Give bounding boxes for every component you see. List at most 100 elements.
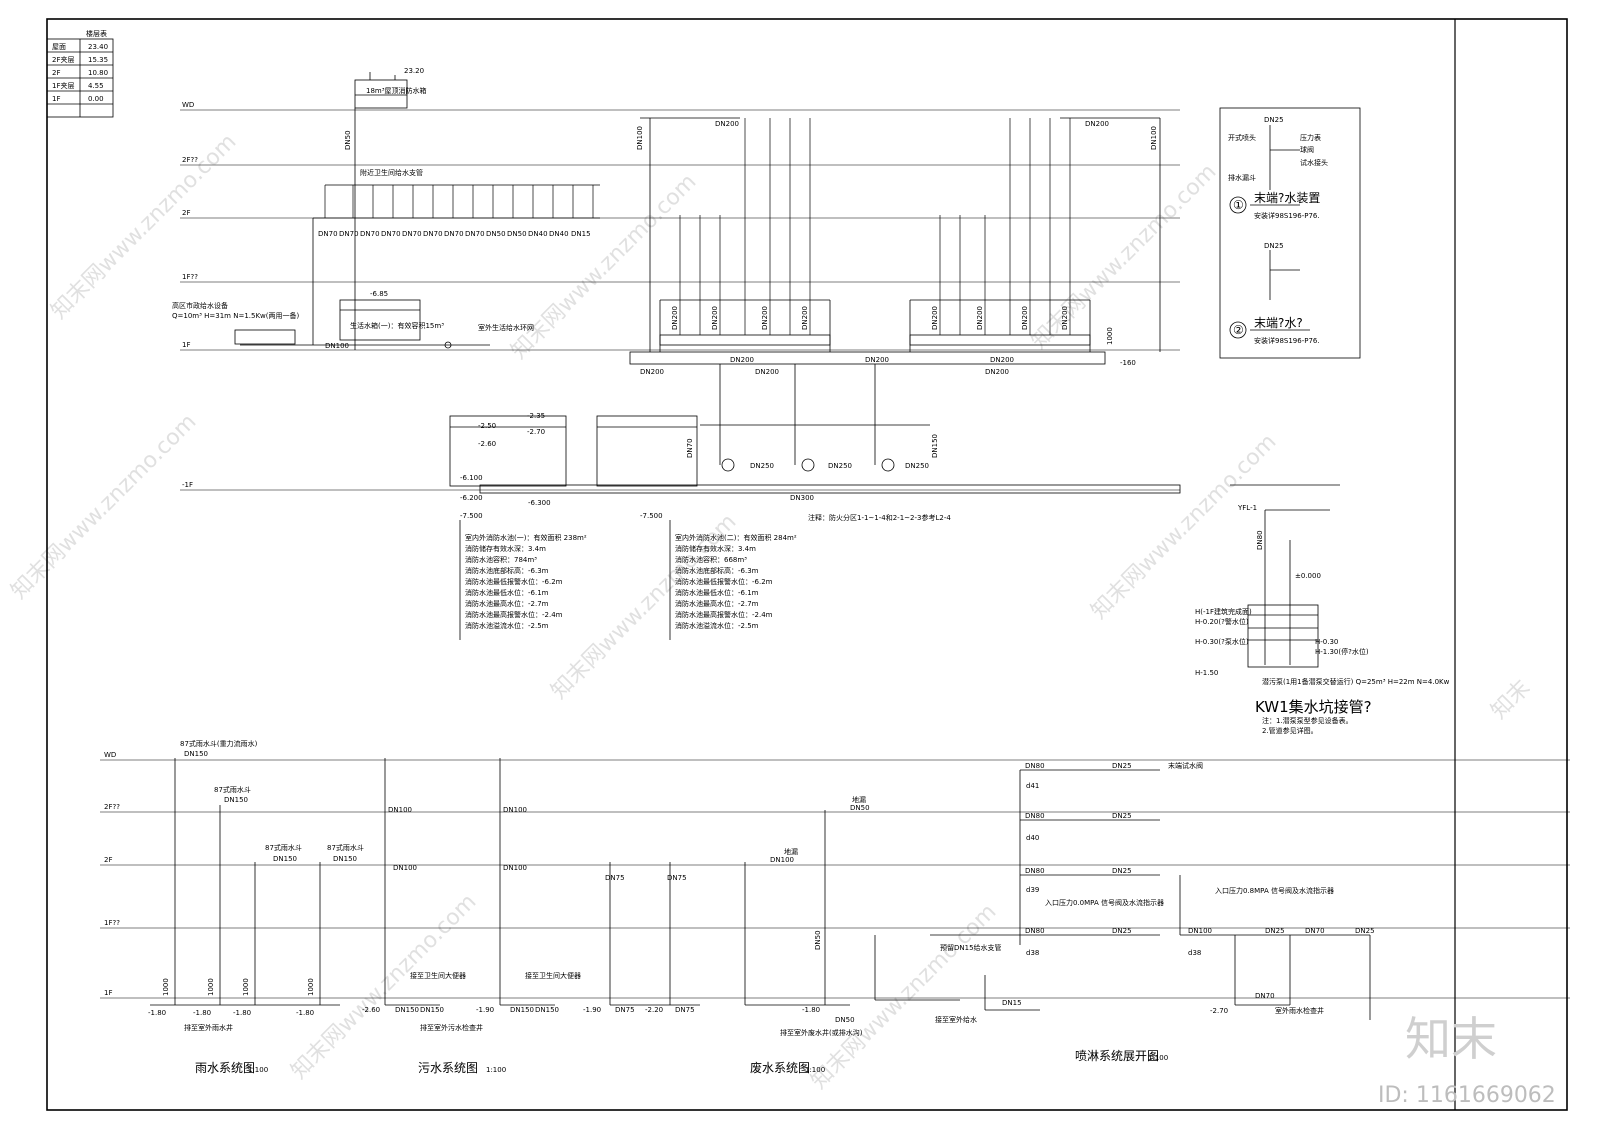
floor-name: 1F夹层 xyxy=(52,81,74,90)
rain-title: 雨水系统图 xyxy=(195,1061,255,1075)
waste-elev: -1.80 xyxy=(802,1006,820,1014)
pool1-line: 消防水池底部标高：-6.3m xyxy=(465,566,549,575)
sewage-scale: 1:100 xyxy=(486,1066,506,1074)
waste-note: 排至室外废水井(或排水沟) xyxy=(780,1028,863,1037)
pump-label: 高区市政给水设备 xyxy=(172,301,228,310)
sprinkler-dim: d38 xyxy=(1026,949,1039,957)
pool1-line: 消防水池容积：784m³ xyxy=(465,555,537,564)
pump-spec: Q=10m³ H=31m N=1.5Kw(两用一备) xyxy=(172,311,299,320)
riser-size: DN200 xyxy=(671,306,679,330)
rain-label: 87式雨水斗(重力流雨水) xyxy=(180,739,258,748)
branch-size: DN70 xyxy=(318,230,338,238)
level-label: 2F?? xyxy=(104,803,120,811)
branch-size: DN70 xyxy=(423,230,443,238)
tank-label: 生活水箱(一)：有效容积15m³ xyxy=(350,321,444,330)
pool1-line: 消防水池最高报警水位：-2.4m xyxy=(465,610,563,619)
waste-system xyxy=(609,810,850,1006)
sump-note: 注：1.潜泵泵型参见设备表。 xyxy=(1262,716,1353,725)
h-mark: H-1.30(停?水位) xyxy=(1315,647,1369,656)
pool2-line: 消防水池最低报警水位：-6.2m xyxy=(675,577,773,586)
sprinkler-elev: -2.70 xyxy=(1210,1007,1228,1015)
rain-height: 1000 xyxy=(162,978,170,996)
sprinkler-note: 预留DN15给水支管 xyxy=(940,943,1002,952)
sprinkler-main: DN80 xyxy=(1025,927,1045,935)
supply-branch-note: 附近卫生间给水支管 xyxy=(360,168,423,177)
sump-tag: YFL-1 xyxy=(1237,504,1257,512)
fire-left-riser: DN100 xyxy=(636,126,644,150)
rain-pipe: DN150 xyxy=(184,750,208,758)
waste-pipe: DN75 xyxy=(667,874,687,882)
level-label: 1F xyxy=(182,341,190,349)
rain-height: 1000 xyxy=(207,978,215,996)
fire-elevation-marks: -2.50 -2.35 -2.70 -2.60 -6.100 -6.200 -6… xyxy=(460,327,1136,520)
sewage-riser: DN100 xyxy=(503,806,527,814)
sprinkler-main: DN80 xyxy=(1025,762,1045,770)
pool1-notes: 室内外消防水池(一)：有效面积 238m² 消防储存有效水深：3.4m 消防水池… xyxy=(465,533,587,630)
fire-note: 注释：防火分区1-1~1-4和2-1~2-3参考L2-4 xyxy=(808,513,951,522)
pool2-line: 消防水池容积：668m³ xyxy=(675,555,747,564)
elev-mark: -2.35 xyxy=(527,412,545,420)
sprinkler-dim: d39 xyxy=(1026,886,1039,894)
floor-elev: 15.35 xyxy=(88,56,108,64)
branch-size: DN70 xyxy=(339,230,359,238)
detail-label: 排水漏斗 xyxy=(1228,173,1256,182)
detail1-title: 末端?水装置 xyxy=(1254,191,1320,205)
sewage-outlet: 排至室外污水检查井 xyxy=(420,1023,483,1032)
elev-mark: -6.100 xyxy=(460,474,483,482)
elev-mark: -2.60 xyxy=(478,440,496,448)
floor-elev: 23.40 xyxy=(88,43,108,51)
sprinkler-main: DN80 xyxy=(1025,812,1045,820)
branch-size: DN70 xyxy=(381,230,401,238)
branch-size: DN70 xyxy=(444,230,464,238)
rain-label: 87式雨水斗 xyxy=(327,843,364,852)
riser-size: DN200 xyxy=(761,306,769,330)
elev-mark: -6.200 xyxy=(460,494,483,502)
sewage-elev: -2.60 xyxy=(362,1006,380,1014)
level-label: 2F?? xyxy=(182,156,198,164)
floor-table-header: 楼层表 xyxy=(86,29,107,38)
fire-pump-pipe: DN250 xyxy=(905,462,929,470)
fire-right-riser: DN100 xyxy=(1150,126,1158,150)
waste-note: 地漏 xyxy=(852,795,866,804)
elev-mark: -7.500 xyxy=(640,512,663,520)
fire-ring-right: DN200 xyxy=(985,368,1009,376)
waste-pipe: DN100 xyxy=(770,856,794,864)
fire-pump-pipe: DN250 xyxy=(750,462,774,470)
fire-top-pipe: DN200 xyxy=(715,120,739,128)
sump-pipe: DN80 xyxy=(1256,530,1264,550)
level-label: -1F xyxy=(182,481,193,489)
branch-size: DN50 xyxy=(507,230,527,238)
floor-elev: 10.80 xyxy=(88,69,108,77)
pool1-line: 消防水池最低报警水位：-6.2m xyxy=(465,577,563,586)
riser-size: DN200 xyxy=(1021,306,1029,330)
pool1-title: 室内外消防水池(一)：有效面积 238m² xyxy=(465,533,587,542)
floor-name: 2F夹层 xyxy=(52,55,74,64)
pool1-line: 消防水池溢流水位：-2.5m xyxy=(465,621,549,630)
floor-name: 屋面 xyxy=(52,43,66,51)
sprinkler-right-pipe: DN15 xyxy=(1002,999,1022,1007)
detail-box xyxy=(1219,107,1361,359)
fire-suction: DN300 xyxy=(790,494,814,502)
outdoor-ring-label: 室外生活给水环网 xyxy=(478,323,534,332)
h-mark: H-0.20(?警水位) xyxy=(1195,617,1249,626)
sewage-riser: DN100 xyxy=(393,864,417,872)
fire-pump-branch: DN70 xyxy=(686,438,694,458)
sprinkler-dim: d41 xyxy=(1026,782,1039,790)
branch-size: DN70 xyxy=(402,230,422,238)
level-label: 2F xyxy=(104,856,112,864)
sump-note: 2.管道参见详图。 xyxy=(1262,726,1318,735)
sprinkler-main: DN80 xyxy=(1025,867,1045,875)
h-mark: H-1.50 xyxy=(1195,669,1218,677)
waste-pipe: DN50 xyxy=(835,1016,855,1024)
level-label: WD xyxy=(104,751,116,759)
fire-ring-main: DN200 xyxy=(730,356,754,364)
elev-mark: -7.500 xyxy=(460,512,483,520)
detail2-number: ② xyxy=(1233,323,1244,337)
tank-elev: -6.85 xyxy=(370,290,388,298)
sprinkler-branch: DN25 xyxy=(1112,812,1132,820)
branch-size: DN50 xyxy=(486,230,506,238)
water-supply-system xyxy=(234,72,600,350)
sprinkler-note: 末端试水阀 xyxy=(1168,761,1203,770)
fire-ring-main: DN200 xyxy=(865,356,889,364)
